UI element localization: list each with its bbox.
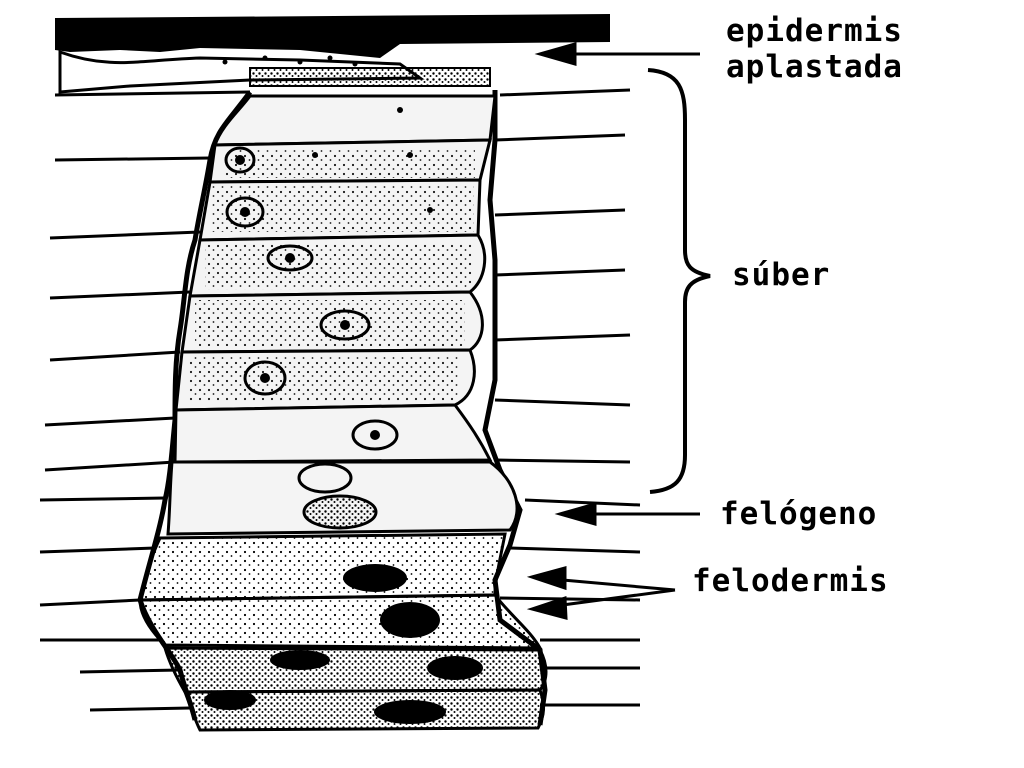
side-cell-walls (39, 88, 641, 712)
arrow-felodermis-upper-head (526, 566, 567, 591)
cortex-nuclei (204, 650, 483, 724)
label-aplastada: aplastada (726, 49, 903, 85)
arrows (526, 42, 700, 620)
epidermis-dense-strip (249, 67, 491, 87)
felogeno-nucleus (297, 462, 353, 494)
label-suber: súber (732, 257, 831, 293)
label-felogeno: felógeno (720, 496, 878, 532)
label-felodermis: felodermis (692, 563, 889, 599)
felodermis-cells (138, 532, 543, 650)
epidermis-dots (222, 55, 358, 67)
epidermis-dark-band (55, 14, 610, 58)
suber-bracket (647, 68, 711, 494)
arrow-felodermis-lower-head (526, 595, 568, 620)
suber-nuclei (224, 146, 399, 451)
suber-cell-stippling (188, 150, 475, 402)
label-epidermis: epidermis (726, 13, 903, 49)
felodermis-nuclei (343, 564, 440, 638)
cortex-cells (162, 646, 548, 732)
arrow-felogeno-head (554, 502, 597, 526)
felogeno-nucleus-2 (302, 494, 378, 530)
arrow-epidermis-head (534, 42, 577, 66)
suber-nucleus-centers (235, 107, 433, 440)
